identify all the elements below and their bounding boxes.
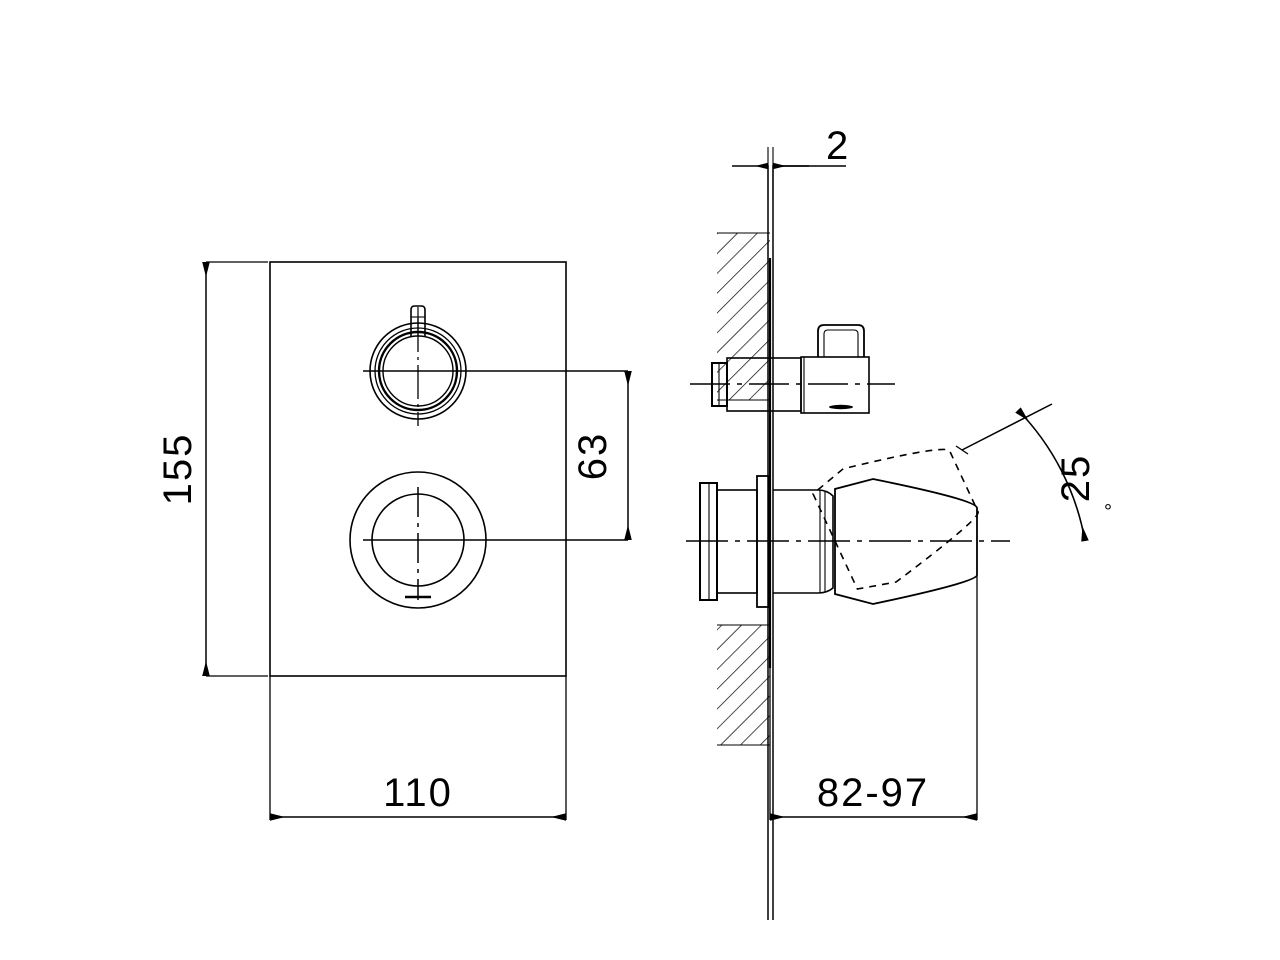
wall-section-upper	[717, 232, 770, 401]
wall-section-lower	[717, 624, 770, 746]
upper-valve-lever-icon	[817, 324, 865, 357]
angle-arc-25	[1015, 407, 1089, 542]
upper-valve-body	[690, 324, 895, 414]
dimension-82-97-label: 82-97	[817, 771, 929, 815]
dimension-82-97: 82-97	[769, 575, 978, 821]
lower-knob-centerlines	[363, 487, 628, 600]
dimension-63: 63	[571, 371, 632, 540]
dimension-2-label: 2	[826, 124, 850, 168]
dimension-110-label: 110	[383, 771, 453, 815]
faceplate-edge-line	[767, 165, 774, 920]
dimension-2: 2	[732, 124, 850, 200]
handle-rotated-phantom	[812, 448, 979, 590]
dimension-155-label: 155	[156, 433, 200, 506]
lower-knob[interactable]	[349, 471, 628, 609]
lower-handle-assembly	[686, 448, 1010, 608]
angle-leader-25	[961, 403, 1053, 451]
dimension-25-degrees: 25 °	[955, 403, 1112, 542]
dimension-25-label: 25	[1054, 454, 1098, 503]
front-view-group: 155 63 110	[156, 261, 632, 821]
upper-knob[interactable]	[363, 305, 628, 426]
faceplate-outline	[269, 261, 567, 677]
upper-knob-centerlines	[363, 318, 628, 426]
dimension-155: 155	[156, 261, 268, 677]
dimension-63-label: 63	[571, 432, 615, 481]
degree-symbol: °	[1104, 501, 1112, 523]
side-view-group: 2 82-97 25 °	[686, 124, 1112, 920]
angle-origin-tick	[955, 445, 969, 455]
dimension-110: 110	[269, 676, 567, 821]
